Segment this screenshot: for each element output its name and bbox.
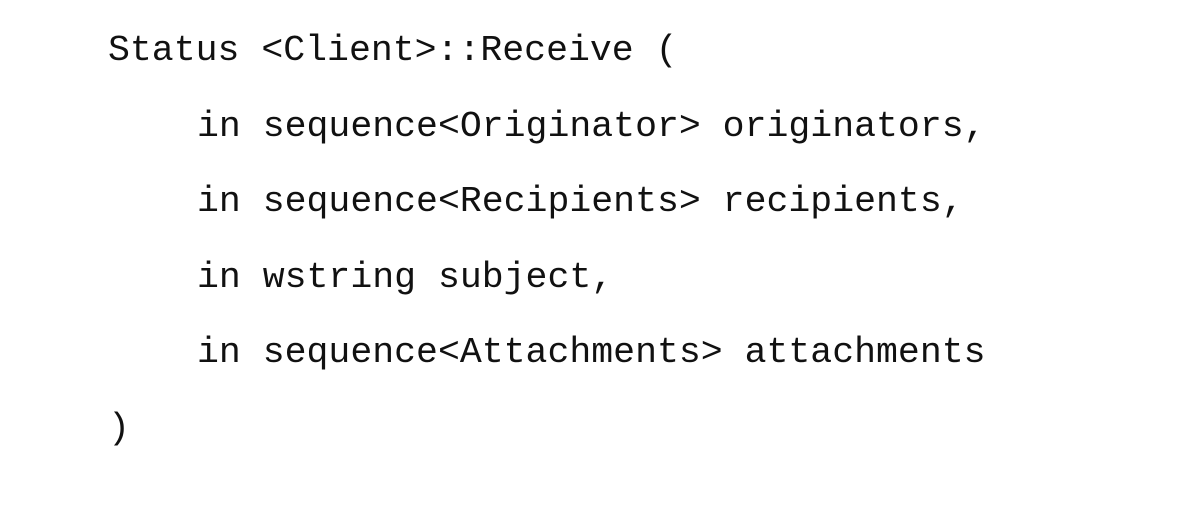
parameter-originators: in sequence<Originator> originators, [197,106,986,147]
parameter-attachments: in sequence<Attachments> attachments [197,332,986,373]
method-signature-line: Status <Client>::Receive ( [108,30,678,71]
closing-parenthesis: ) [108,408,130,449]
parameter-recipients: in sequence<Recipients> recipients, [197,181,964,222]
parameter-subject: in wstring subject, [197,257,614,298]
